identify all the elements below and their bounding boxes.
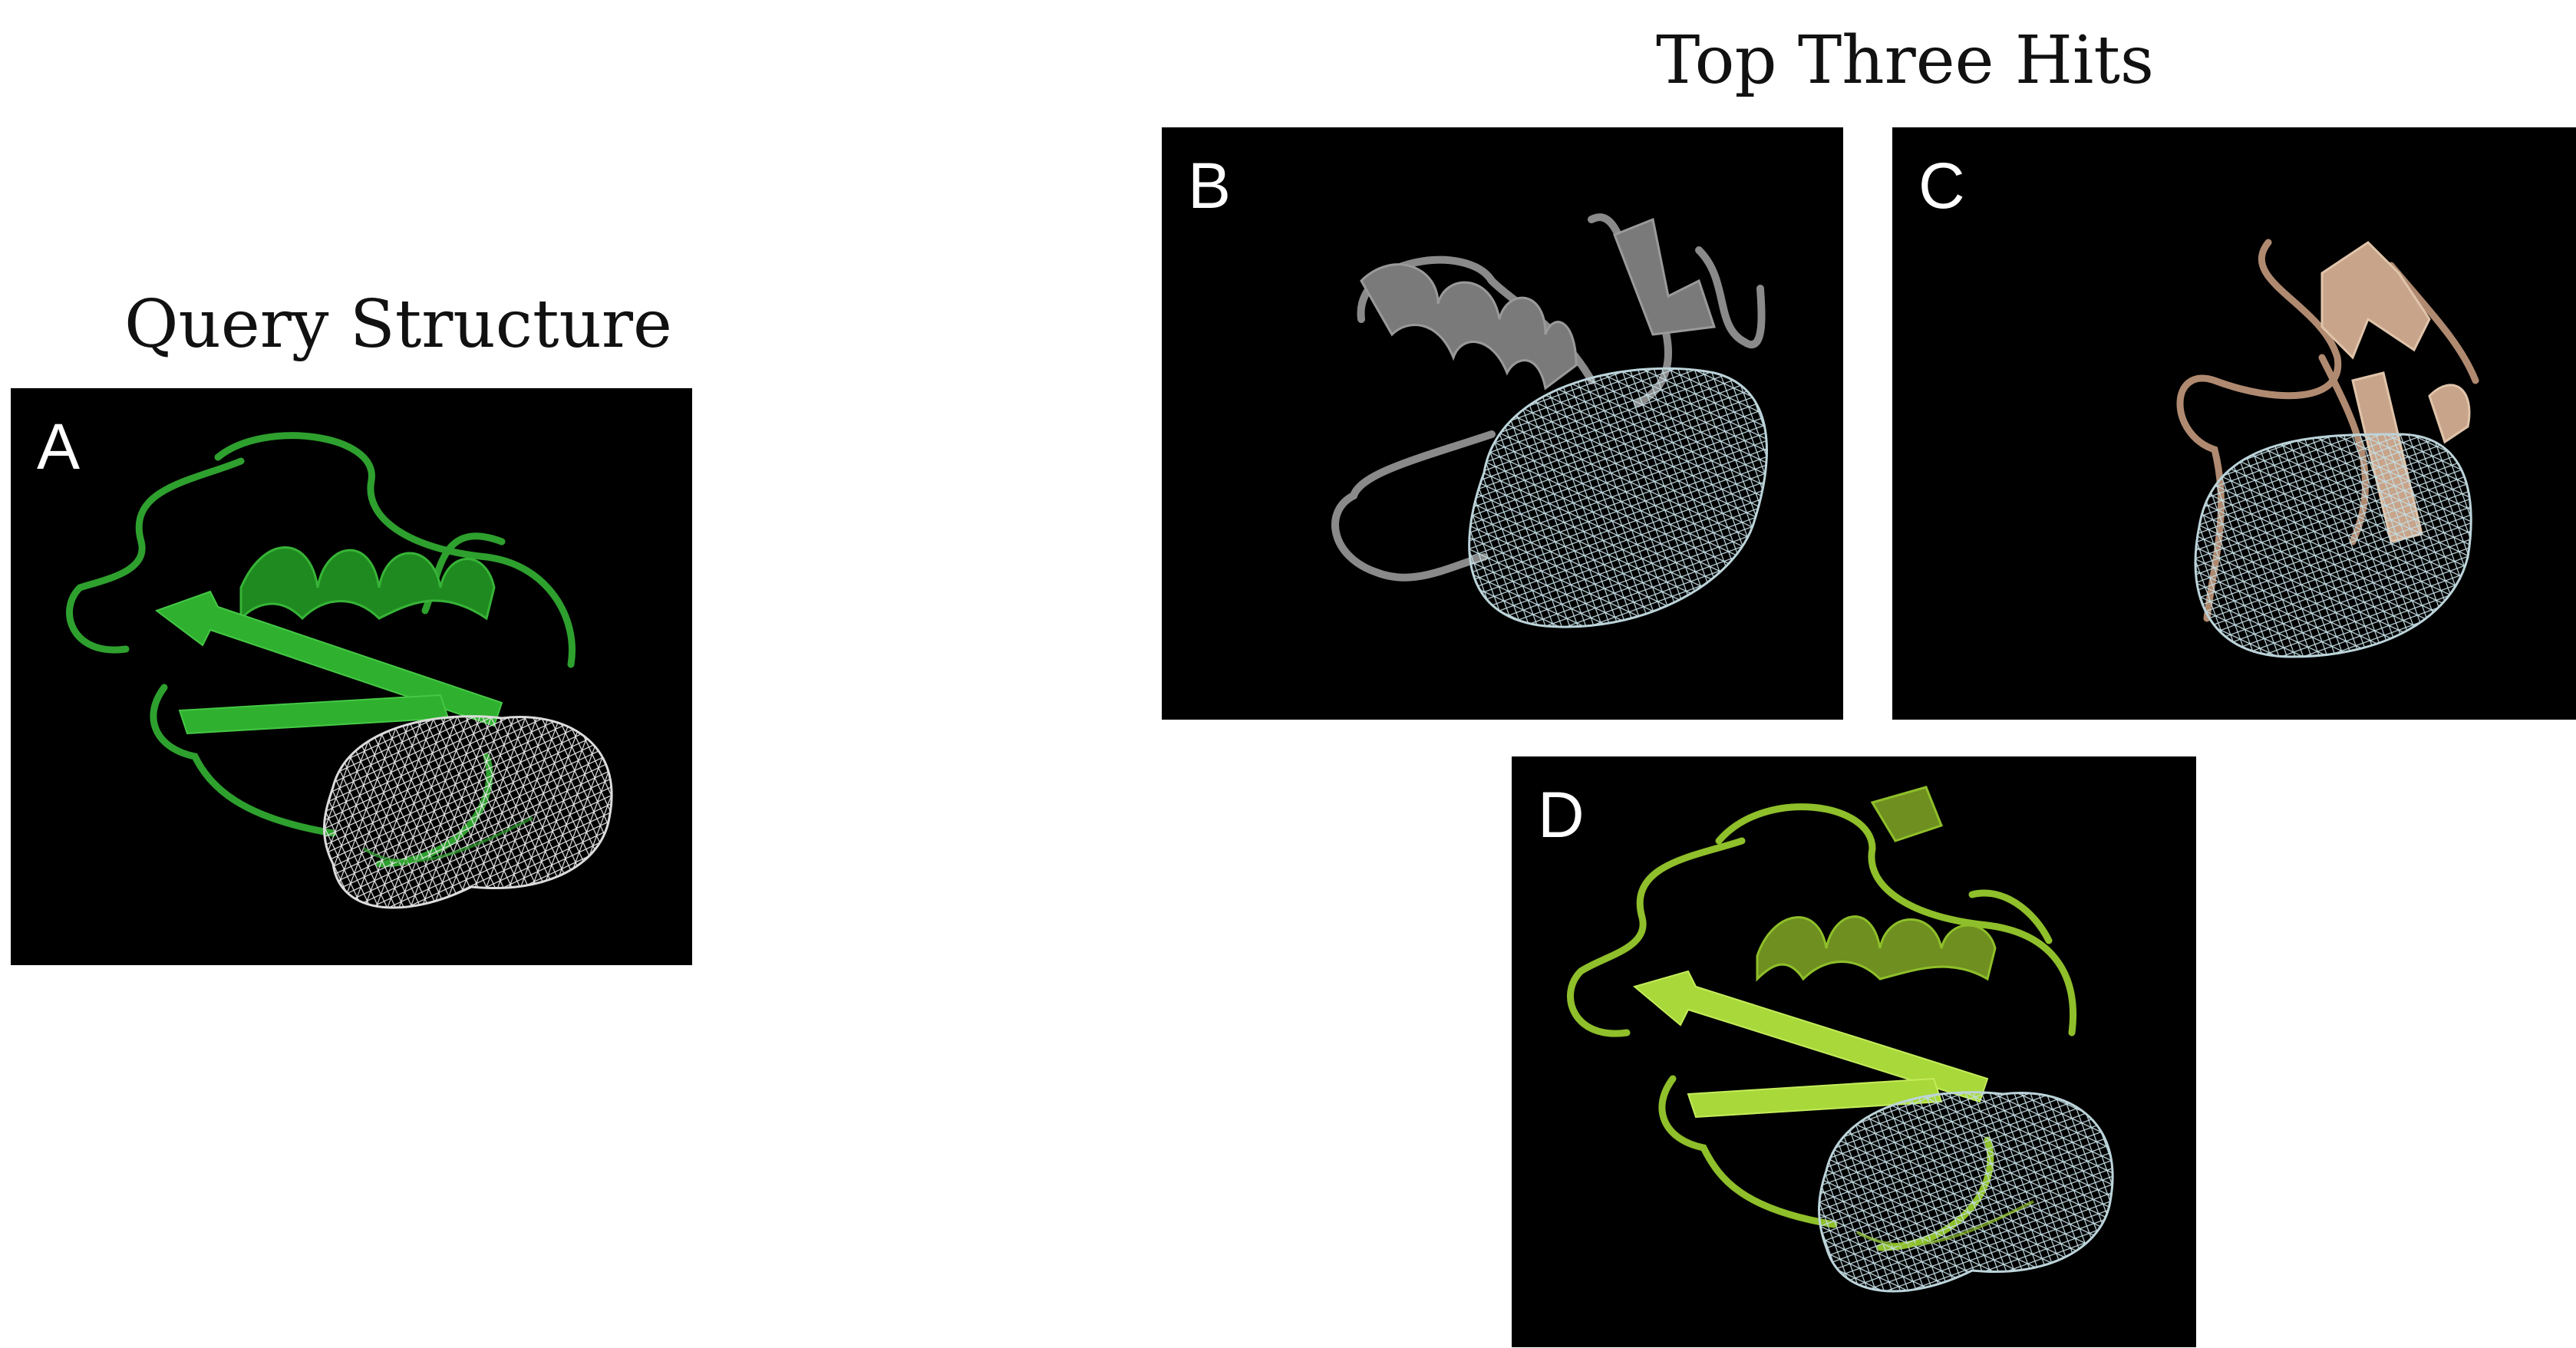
protein-structure-a-image	[66, 432, 613, 909]
panel-c-label: C	[1918, 150, 1965, 222]
panel-d-hit: D	[1512, 756, 2196, 1347]
panel-a-label: A	[37, 410, 81, 483]
top-three-hits-heading: Top Three Hits	[1656, 22, 2155, 99]
panel-b-hit: B	[1162, 127, 1843, 720]
panel-b-label: B	[1188, 150, 1232, 222]
query-structure-heading: Query Structure	[124, 286, 672, 363]
protein-structure-c-image	[2176, 239, 2479, 658]
protein-structure-b-image	[1331, 213, 1768, 628]
panel-d-label: D	[1538, 779, 1585, 851]
panel-a-query-structure: A	[11, 388, 692, 965]
panel-c-hit: C	[1892, 127, 2576, 720]
protein-structure-d-image	[1567, 786, 2114, 1293]
